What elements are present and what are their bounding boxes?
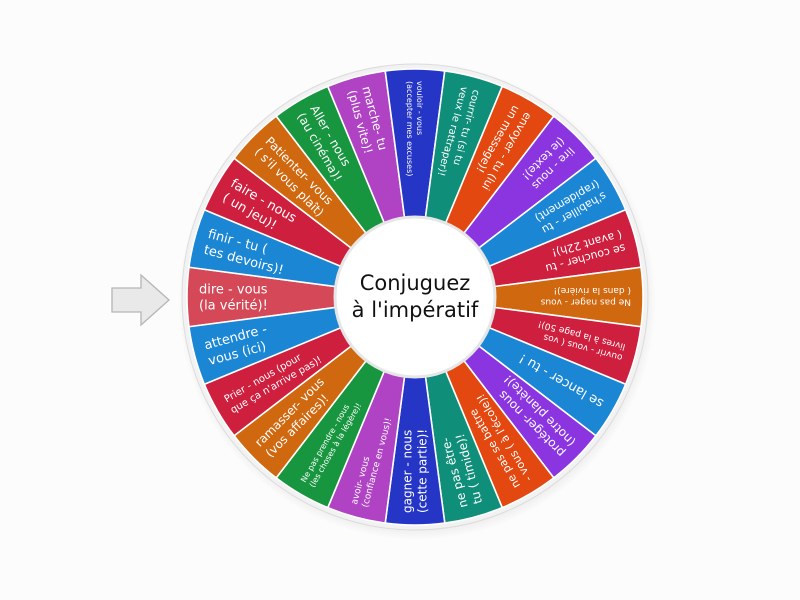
segment-label: Ne pas nager - vous( dans la rivière)! <box>540 285 631 306</box>
center-hub <box>333 215 497 379</box>
wheel-segments: dire - vous(la vérité)!finir - tu (tes d… <box>186 68 644 526</box>
segment-label: dire - vous(la vérité)! <box>199 282 268 313</box>
arrow-right-icon <box>111 274 170 326</box>
wheel-segment: gagner - nous(cette partie)! <box>384 296 446 526</box>
wheel-segment: avoir- vous(confiance en vous)! <box>326 296 416 524</box>
segment-label: vouloir - vous(accepter mes excuses) <box>405 81 424 176</box>
segment-label: gagner - nous(cette partie)! <box>401 429 430 513</box>
